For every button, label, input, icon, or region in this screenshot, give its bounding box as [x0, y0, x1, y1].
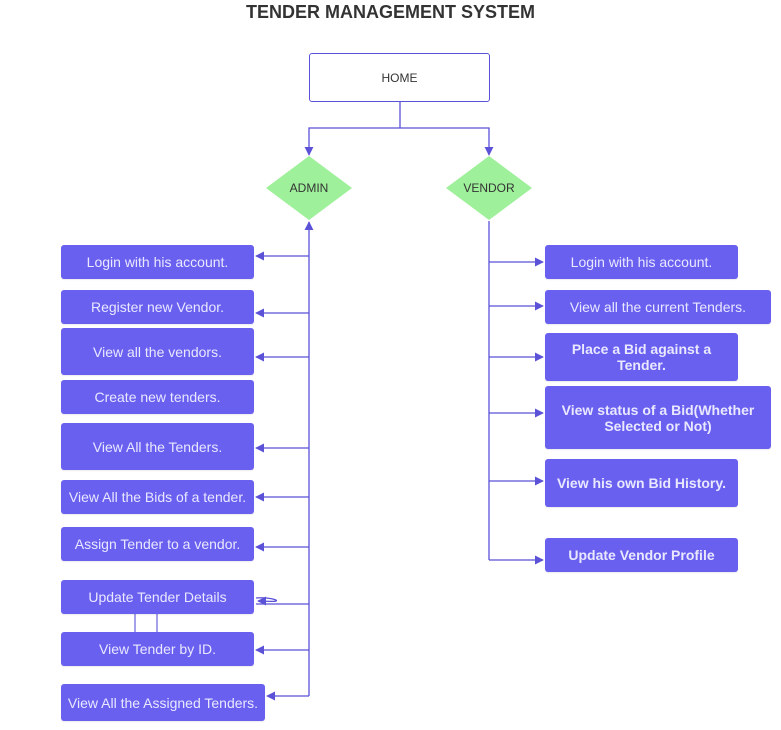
admin-update-tender-box: Update Tender Details	[61, 580, 254, 614]
vendor-place-bid-box: Place a Bid against a Tender.	[545, 333, 738, 381]
admin-view-assigned-box: View All the Assigned Tenders.	[61, 684, 265, 721]
admin-register-vendor-box: Register new Vendor.	[61, 290, 254, 324]
edge-admin-8	[256, 598, 309, 604]
admin-view-bids-box: View All the Bids of a tender.	[61, 480, 254, 514]
vendor-update-profile-box: Update Vendor Profile	[545, 538, 738, 572]
admin-view-tender-id-box: View Tender by ID.	[61, 632, 254, 666]
diagram-title: TENDER MANAGEMENT SYSTEM	[245, 2, 535, 22]
admin-diamond	[266, 156, 352, 220]
admin-assign-tender-box: Assign Tender to a vendor.	[61, 527, 254, 561]
edge-home-vendor	[400, 127, 494, 156]
vendor-label: VENDOR	[463, 181, 515, 195]
vendor-bid-history-box: View his own Bid History.	[545, 459, 738, 507]
home-node: HOME	[309, 53, 490, 102]
edge-home-admin	[304, 127, 400, 156]
admin-login-box: Login with his account.	[61, 245, 254, 279]
admin-create-tenders-box: Create new tenders.	[61, 380, 254, 414]
vendor-bid-status-box: View status of a Bid(Whether Selected or…	[545, 386, 771, 449]
vendor-view-tenders-box: View all the current Tenders.	[545, 290, 771, 324]
admin-view-vendors-box: View all the vendors.	[61, 328, 254, 375]
admin-label: ADMIN	[289, 181, 329, 195]
vendor-diamond	[446, 156, 532, 220]
admin-view-tenders-box: View All the Tenders.	[61, 423, 254, 470]
vendor-login-box: Login with his account.	[545, 245, 738, 279]
